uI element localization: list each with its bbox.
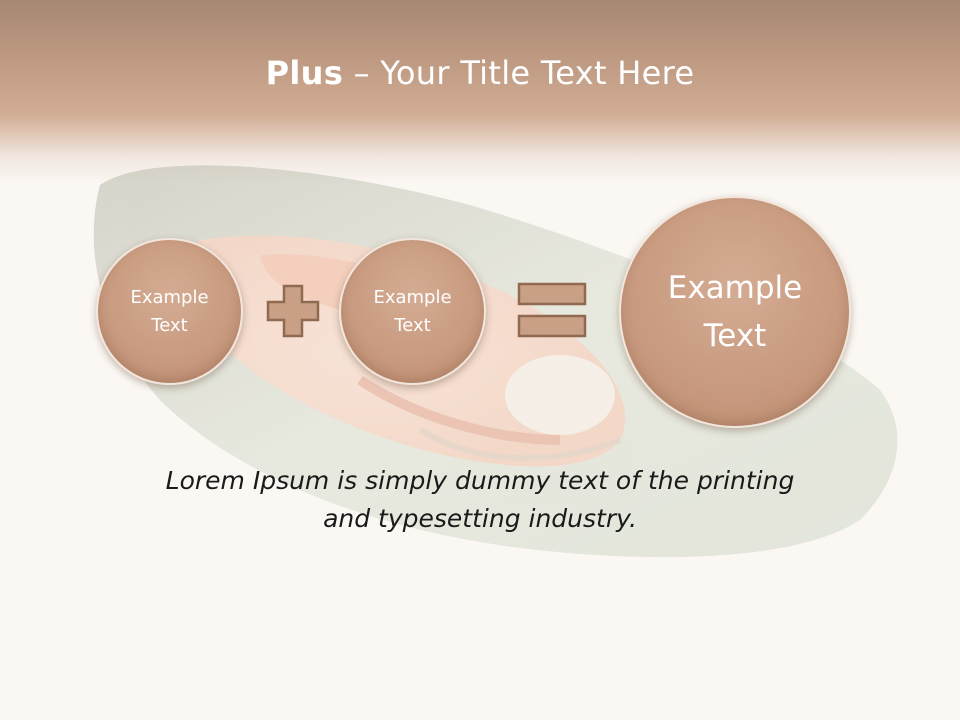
body-caption-line2: and typesetting industry.	[323, 504, 637, 533]
bubble-1-line2: Text	[151, 314, 188, 336]
bubble-3-text: Example Text	[668, 264, 803, 360]
equals-icon	[517, 282, 587, 338]
title-bold-text: Plus	[265, 54, 344, 92]
bubble-example-1: Example Text	[96, 238, 243, 385]
bubble-3-line1: Example	[667, 270, 803, 306]
title-banner	[0, 0, 960, 185]
body-caption-line1: Lorem Ipsum is simply dummy text of the …	[165, 466, 795, 495]
slide-title: Plus – Your Title Text Here	[0, 54, 960, 92]
bubble-3-line2: Text	[703, 318, 767, 354]
body-caption: Lorem Ipsum is simply dummy text of the …	[100, 462, 860, 538]
bubble-2-text: Example Text	[373, 284, 451, 340]
bubble-example-result: Example Text	[619, 196, 851, 428]
plus-icon	[266, 284, 320, 338]
bubble-1-text: Example Text	[130, 284, 208, 340]
bubble-example-2: Example Text	[339, 238, 486, 385]
title-rest-text: – Your Title Text Here	[343, 54, 695, 92]
bubble-2-line1: Example	[373, 286, 452, 308]
bubble-2-line2: Text	[394, 314, 431, 336]
bubble-1-line1: Example	[130, 286, 209, 308]
